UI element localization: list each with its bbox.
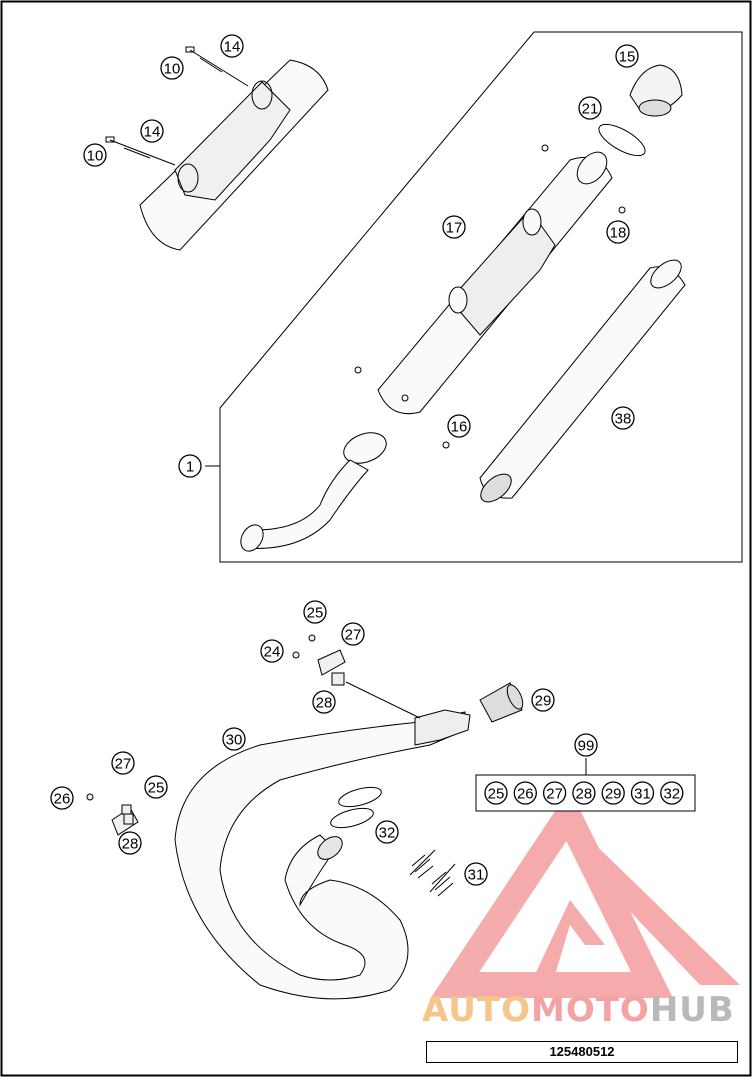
callout-p14b: 14	[140, 119, 164, 143]
callout-label: 99	[578, 738, 595, 755]
muffler	[240, 144, 626, 552]
callout-label: 38	[615, 411, 632, 428]
callout-label: 31	[468, 867, 485, 884]
end-cap	[629, 64, 683, 117]
callout-label: 10	[164, 61, 181, 78]
callout-p10b: 10	[83, 143, 107, 167]
automotohub-logo-mark	[430, 789, 740, 998]
callout-label: 27	[345, 627, 362, 644]
callout-label: 1	[186, 459, 194, 476]
kit-item-27: 27	[542, 781, 567, 805]
callout-p1: 1	[178, 454, 202, 478]
callout-label: 28	[316, 695, 333, 712]
callout-label: 16	[451, 419, 468, 436]
kit-item-label: 25	[488, 786, 505, 803]
callout-p29: 29	[531, 688, 555, 712]
kit-item-28: 28	[572, 781, 596, 805]
callout-p28a: 28	[312, 690, 336, 714]
callout-p10a: 10	[160, 56, 184, 80]
bracket-detail-view	[105, 46, 329, 251]
callout-p30: 30	[222, 727, 246, 751]
callout-p32: 32	[375, 820, 399, 844]
muffler-insert	[479, 259, 686, 503]
callout-p18: 18	[606, 220, 630, 244]
logo-part-hub: HUB	[649, 990, 735, 1030]
logo-part-auto: AUTO	[422, 990, 531, 1030]
o-rings	[330, 786, 382, 829]
kit-item-31: 31	[630, 781, 655, 805]
kit-item-label: 32	[663, 786, 680, 803]
end-cap-gasket	[598, 123, 646, 157]
callout-label: 15	[619, 49, 636, 66]
callout-label: 17	[446, 220, 463, 237]
callout-p31: 31	[464, 862, 488, 886]
callout-label: 32	[379, 825, 396, 842]
callout-label: 18	[610, 225, 627, 242]
callout-p15: 15	[615, 44, 639, 68]
callout-p38: 38	[611, 406, 635, 430]
callout-label: 26	[54, 791, 71, 808]
kit-item-32: 32	[660, 781, 684, 805]
callout-label: 25	[307, 605, 324, 622]
callout-p21: 21	[578, 96, 602, 120]
mounting-brackets	[86, 634, 421, 836]
rubber-sleeve	[479, 682, 524, 723]
kit-item-29: 29	[601, 781, 625, 805]
exhaust-pipe	[174, 709, 471, 1000]
callout-label: 27	[115, 756, 132, 773]
callout-p24: 24	[260, 639, 284, 663]
callout-label: 14	[144, 124, 161, 141]
kit-item-label: 31	[634, 786, 651, 803]
callout-label: 30	[226, 732, 243, 749]
callout-p25b: 25	[144, 775, 168, 799]
callout-label: 29	[535, 693, 552, 710]
callout-p28b: 28	[118, 831, 142, 855]
callout-p27b: 27	[111, 751, 135, 775]
kit-item-label: 28	[576, 786, 593, 803]
callout-label: 25	[148, 780, 165, 797]
kit-item-label: 29	[605, 786, 622, 803]
automotohub-logo-text: AUTOMOTOHUB	[422, 990, 735, 1030]
drawing-code: 125480512	[426, 1041, 738, 1063]
callout-p99: 99	[574, 733, 598, 757]
callout-p16: 16	[447, 414, 471, 438]
callout-p27a: 27	[341, 622, 365, 646]
callout-p25a: 25	[303, 600, 327, 624]
callout-label: 28	[122, 836, 139, 853]
kit-item-25: 25	[484, 781, 508, 805]
callout-p26: 26	[50, 786, 74, 810]
callout-p17: 17	[442, 215, 466, 239]
kit-item-label: 27	[546, 786, 563, 803]
springs	[409, 849, 456, 897]
muffler-assembly-frame	[219, 31, 743, 563]
callout-p14a: 14	[220, 34, 244, 58]
callout-label: 24	[264, 644, 281, 661]
logo-part-moto: MOTO	[530, 990, 650, 1030]
callout-label: 10	[87, 148, 104, 165]
callout-label: 21	[582, 101, 599, 118]
callout-label: 14	[224, 39, 241, 56]
kit-item-26: 26	[513, 781, 537, 805]
kit-item-label: 26	[517, 786, 534, 803]
